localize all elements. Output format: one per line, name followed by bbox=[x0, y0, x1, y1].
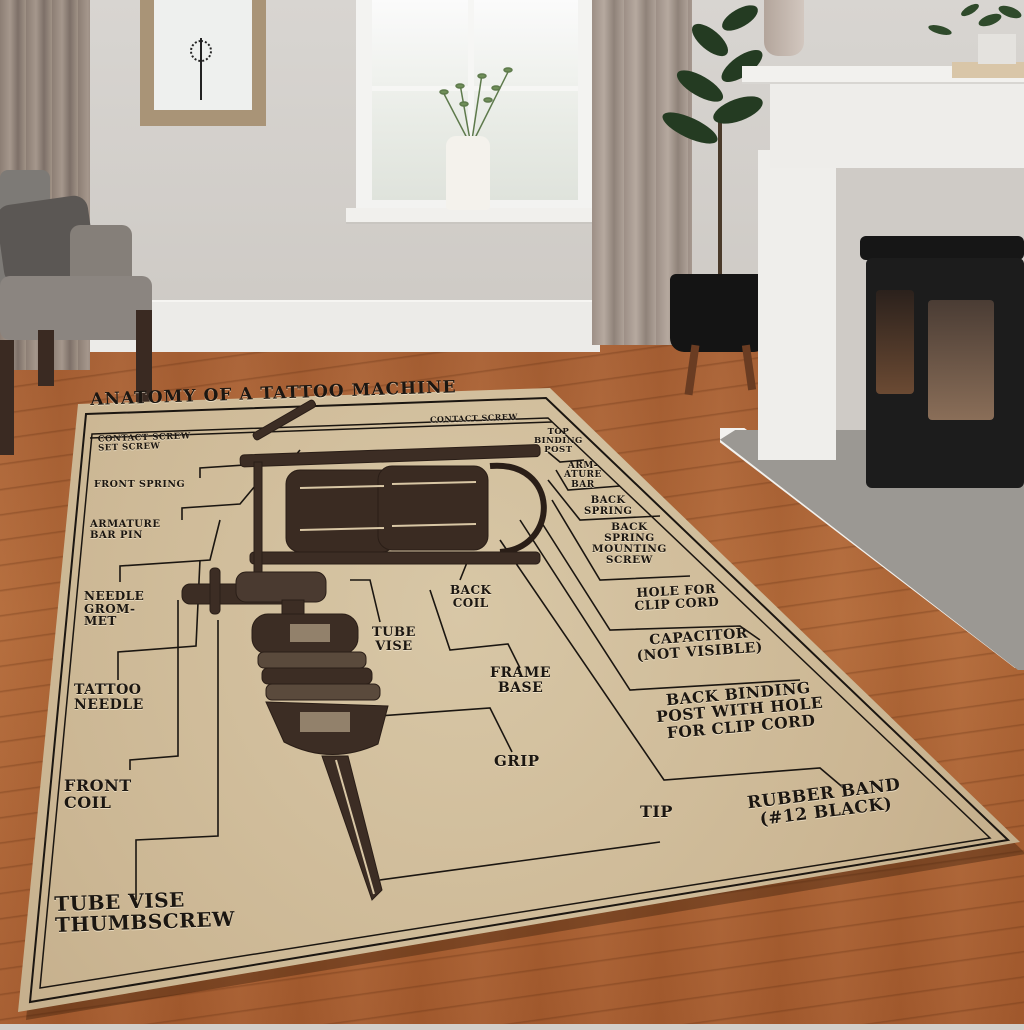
label-top-binding-post: TOP BINDING POST bbox=[534, 427, 583, 455]
baseboard bbox=[80, 300, 600, 352]
chair-leg bbox=[0, 340, 14, 455]
label-back-spring: BACK SPRING bbox=[584, 495, 633, 517]
black-planter bbox=[670, 274, 768, 352]
white-vase bbox=[446, 136, 490, 210]
stove-door-glass bbox=[928, 300, 994, 420]
label-armature-bar: ARM- ATURE BAR bbox=[564, 461, 602, 490]
window-rail bbox=[372, 86, 578, 91]
label-tattoo-needle: TATTOO NEEDLE bbox=[74, 682, 144, 713]
label-back-coil: BACK COIL bbox=[450, 583, 492, 610]
label-armature-bar-pin: ARMATURE BAR PIN bbox=[90, 519, 161, 541]
label-front-spring: FRONT SPRING bbox=[94, 479, 186, 490]
label-grip: GRIP bbox=[494, 752, 540, 770]
mantel-vase bbox=[764, 0, 804, 56]
mantel-plant-icon bbox=[928, 3, 1022, 35]
window-mullion bbox=[468, 0, 474, 200]
mantel-frieze bbox=[770, 82, 1024, 168]
label-hole-for-clip-cord: HOLE FOR CLIP CORD bbox=[634, 580, 720, 614]
plant-stem bbox=[718, 110, 722, 280]
label-front-coil: FRONT COIL bbox=[64, 776, 132, 812]
mantel-plant-pot bbox=[978, 34, 1016, 64]
sprig-plant-icon bbox=[439, 67, 513, 140]
label-tube-vise: TUBE VISE bbox=[372, 625, 416, 654]
stove-door-glass bbox=[876, 290, 914, 394]
chair-leg bbox=[38, 330, 54, 386]
armchair-seat bbox=[0, 276, 152, 340]
label-frame-base: FRAME BASE bbox=[490, 665, 552, 696]
stove-top bbox=[860, 236, 1024, 260]
mantel-leg bbox=[758, 150, 836, 460]
botanical-stem bbox=[200, 38, 202, 100]
label-tube-vise-thumbscrew: TUBE VISE THUMBSCREW bbox=[53, 887, 236, 937]
label-back-spring-mounting-screw: BACK SPRING MOUNTING SCREW bbox=[592, 521, 667, 567]
label-contact-screw-set-screw: CONTACT SCREW SET SCREW bbox=[97, 431, 191, 454]
window-sill bbox=[346, 208, 596, 224]
label-tip: TIP bbox=[640, 802, 673, 821]
stacked-books bbox=[952, 62, 1024, 78]
chair-leg bbox=[136, 310, 152, 412]
label-needle-grommet: NEEDLE GROM- MET bbox=[84, 589, 145, 629]
